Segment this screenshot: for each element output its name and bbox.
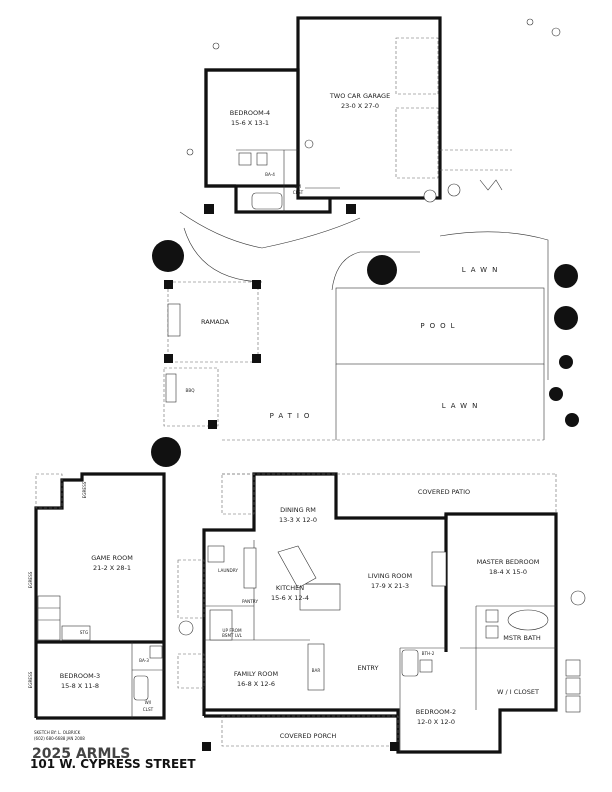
entry-label: ENTRY bbox=[357, 664, 378, 672]
room-labels: BEDROOM-4 15-6 X 13-1 TWO CAR GARAGE 23-… bbox=[28, 92, 541, 741]
bedroom2-name: BEDROOM-2 bbox=[416, 708, 456, 716]
footer: 101 W. CYPRESS STREET 2025 ARMLS bbox=[30, 746, 196, 771]
bedroom2-dims: 12-0 X 12-0 bbox=[417, 718, 455, 726]
game-room-name: GAME ROOM bbox=[91, 554, 133, 562]
egress-top-label: EGRESS bbox=[82, 481, 87, 498]
laundry-label: LAUNDRY bbox=[218, 568, 238, 573]
up-from-line2: BSMT LVL bbox=[222, 633, 243, 638]
ramada-label: RAMADA bbox=[201, 318, 230, 326]
wi-closet-left-line2: CLST bbox=[143, 707, 154, 712]
living-name: LIVING ROOM bbox=[368, 572, 412, 580]
watermark: 2025 ARMLS bbox=[32, 746, 130, 762]
bedroom3-dims: 15-8 X 11-8 bbox=[61, 682, 99, 690]
living-dims: 17-9 X 21-3 bbox=[371, 582, 409, 590]
ba3-label: BA-3 bbox=[139, 658, 149, 663]
bedroom4-dims: 15-6 X 13-1 bbox=[231, 119, 269, 127]
bedroom3-name: BEDROOM-3 bbox=[60, 672, 100, 680]
garage-dims: 23-0 X 27-0 bbox=[341, 102, 379, 110]
game-room-dims: 21-2 X 28-1 bbox=[93, 564, 131, 572]
bth2-label: BTH-2 bbox=[422, 651, 435, 656]
sketch-contact: (602) 680-6688 JAN 2008 bbox=[34, 736, 85, 741]
ramada bbox=[163, 280, 261, 429]
pool-label: POOL bbox=[420, 322, 459, 330]
master-bedroom-name: MASTER BEDROOM bbox=[477, 558, 540, 566]
master-bath-label: MSTR BATH bbox=[503, 634, 541, 642]
stg-label: STG bbox=[80, 630, 88, 635]
game-room-wing bbox=[34, 472, 166, 720]
pantry-label: PANTRY bbox=[242, 599, 258, 604]
main-house bbox=[177, 472, 581, 754]
up-from-line1: UP FROM bbox=[222, 628, 242, 633]
wi-closet-top-line1: W/I bbox=[295, 184, 302, 189]
dining-dims: 13-3 X 12-0 bbox=[279, 516, 317, 524]
kitchen-name: KITCHEN bbox=[276, 584, 304, 592]
sketch-by-credit: SKETCH BY: L. OLBRICK bbox=[34, 730, 81, 735]
garage-wing bbox=[204, 16, 512, 214]
patio-label: PATIO bbox=[270, 412, 315, 420]
bedroom4-name: BEDROOM-4 bbox=[230, 109, 270, 117]
wi-closet-master-label: W / I CLOSET bbox=[497, 688, 539, 696]
wi-closet-left-line1: W/I bbox=[145, 700, 152, 705]
street-address: 101 W. CYPRESS STREET bbox=[30, 757, 196, 771]
bar-label: BAR bbox=[312, 668, 321, 673]
bbq-label: BBQ bbox=[185, 388, 195, 393]
covered-porch-label: COVERED PORCH bbox=[280, 732, 337, 740]
egress-left2-label: EGRESS bbox=[28, 671, 33, 688]
landscaping bbox=[151, 18, 586, 636]
master-bedroom-dims: 18-4 X 15-0 bbox=[489, 568, 527, 576]
lawn-top-label: LAWN bbox=[462, 266, 503, 274]
wi-closet-top-line2: CLST bbox=[293, 190, 304, 195]
family-dims: 16-8 X 12-6 bbox=[237, 680, 275, 688]
egress-left1-label: EGRESS bbox=[28, 571, 33, 588]
dining-name: DINING RM bbox=[280, 506, 316, 514]
covered-patio-label: COVERED PATIO bbox=[418, 488, 470, 496]
kitchen-dims: 15-6 X 12-4 bbox=[271, 594, 309, 602]
family-name: FAMILY ROOM bbox=[234, 670, 278, 678]
garage-name: TWO CAR GARAGE bbox=[329, 92, 390, 100]
ba4-label: BA-4 bbox=[265, 172, 275, 177]
patio-area bbox=[179, 211, 549, 441]
lawn-bottom-label: LAWN bbox=[442, 402, 483, 410]
